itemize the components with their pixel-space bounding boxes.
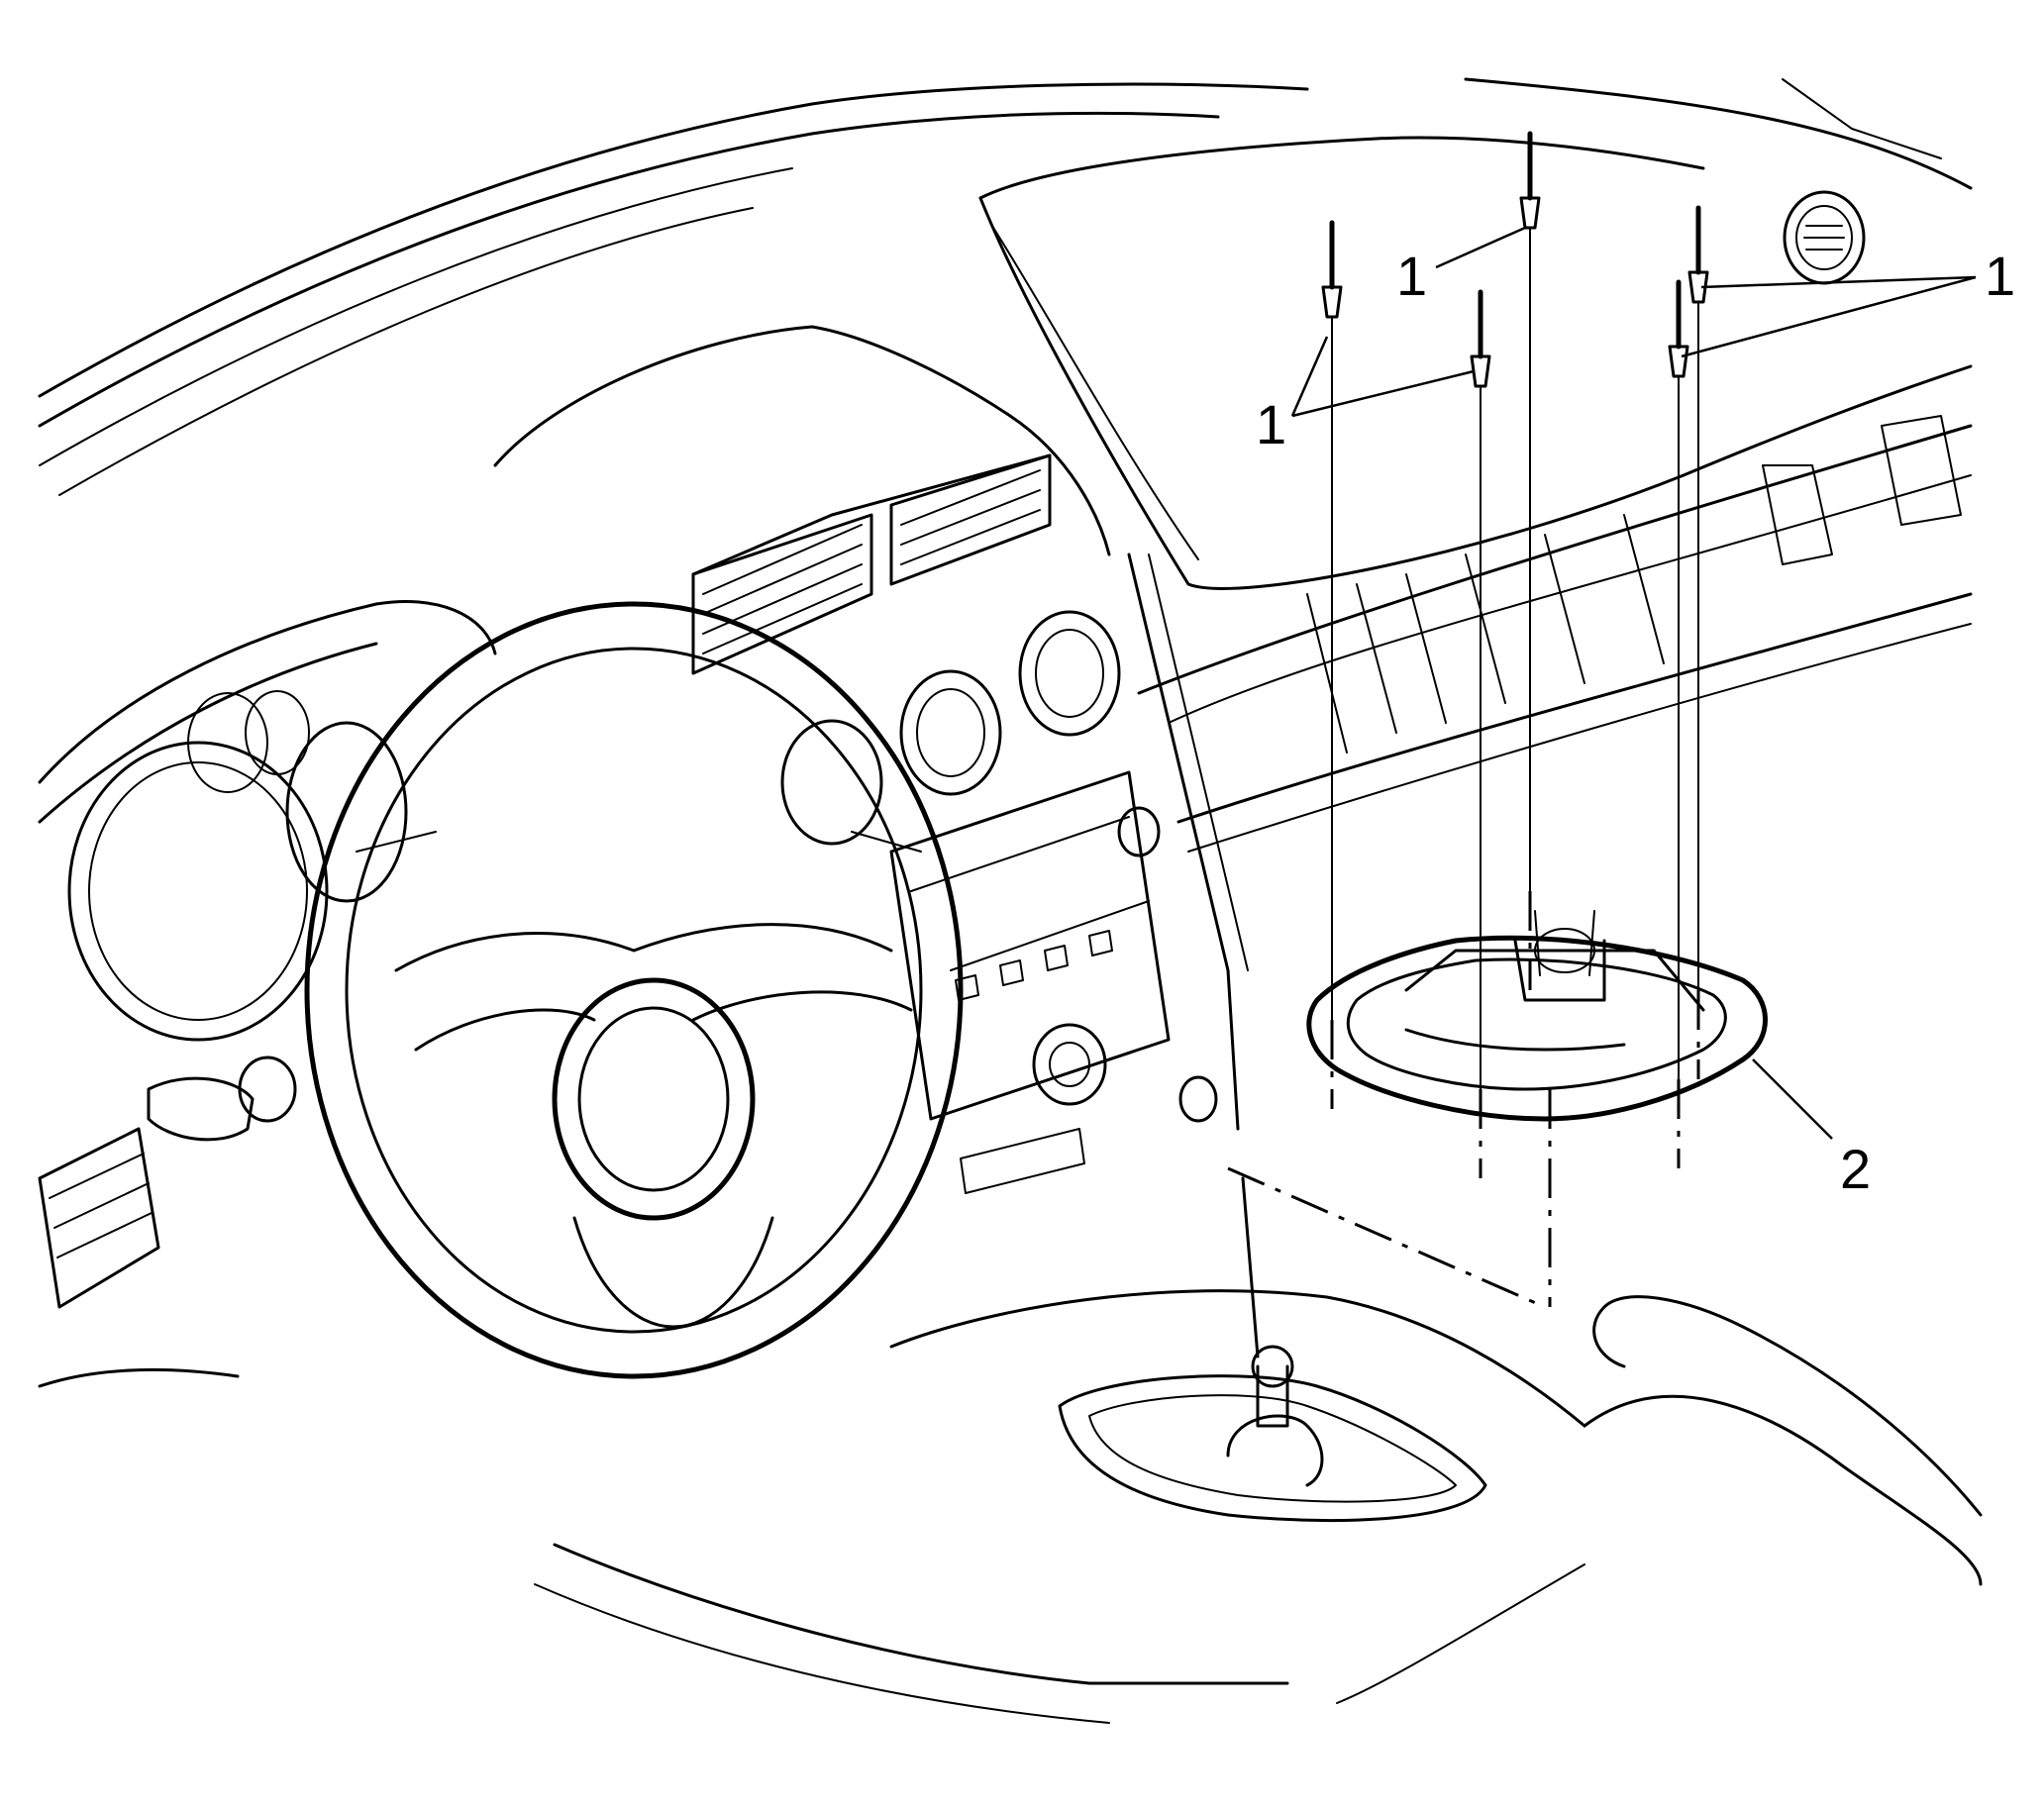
callout-fastener-top: 1: [1396, 245, 1427, 307]
fasteners: [1321, 131, 1709, 1178]
fastener-2: [1519, 131, 1541, 990]
fastener-1: [1321, 220, 1343, 1109]
fastener-3: [1470, 289, 1491, 1178]
climate-gauges: [780, 610, 1121, 846]
center-air-vents: [691, 453, 1052, 675]
fastener-5: [1668, 279, 1689, 1168]
callout-fastener-right: 1: [1985, 245, 2015, 307]
shifter-install-path: [1227, 1089, 1552, 1359]
steering-wheel: [304, 601, 964, 1379]
callout-shift-boot: 2: [1840, 1138, 1871, 1200]
fastener-4: [1687, 205, 1709, 1079]
center-console: [534, 1289, 1983, 1724]
passenger-dash: [978, 136, 1973, 853]
leader-lines: [1290, 226, 1977, 1140]
callout-fastener-left: 1: [1256, 393, 1286, 455]
center-stack: [493, 325, 1249, 1194]
ignition-and-left-vents: [38, 1056, 297, 1388]
instrument-cluster: [38, 599, 497, 1042]
shift-boot: [1306, 910, 1768, 1122]
dash-top-outline: [38, 77, 1973, 496]
